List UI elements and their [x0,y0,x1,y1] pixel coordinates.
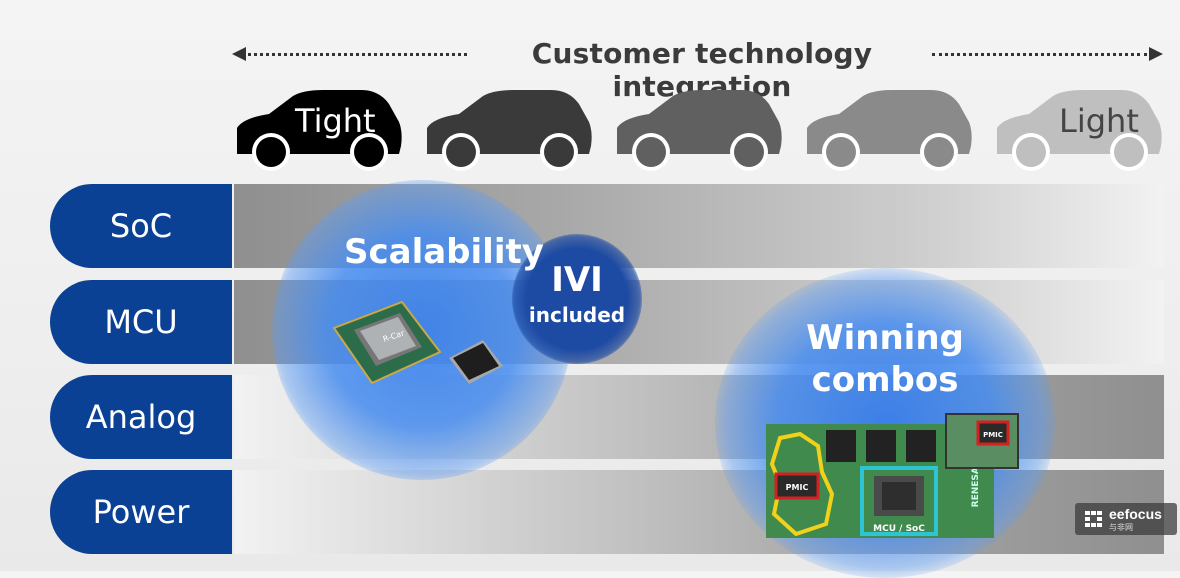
row-label-analog-text: Analog [85,398,197,436]
eefocus-watermark: eefocus 与非网 [1075,503,1177,535]
ivi-sub-label: included [528,303,626,327]
row-label-analog: Analog [50,375,232,459]
scalability-label: Scalability [344,232,544,272]
arrow-left-icon [232,47,246,61]
soc-chip-image: R-Car [332,300,442,385]
car-2-icon [423,88,593,172]
winning-label-line1: Winning [806,318,964,358]
dotted-line-right [932,53,1147,56]
row-label-soc: SoC [50,184,232,268]
dotted-line-left [242,53,467,56]
car-3-icon [613,88,783,172]
car-4-icon [803,88,973,172]
arrow-right-icon [1149,47,1163,61]
row-label-mcu: MCU [50,280,232,364]
pmic-small-board-image: PMIC [944,412,1020,470]
row-label-soc-text: SoC [109,207,173,245]
header-title: Customer technology integration [531,37,873,103]
eefocus-text: eefocus [1109,506,1162,522]
car-label-tight: Tight [295,102,376,140]
renesas-label: RENESAS [971,461,981,508]
car-5-icon: Light [993,88,1163,172]
pmic-label-small: PMIC [983,431,1003,439]
row-label-power-text: Power [92,493,190,531]
eefocus-subtext: 与非网 [1109,523,1133,532]
integration-header: Customer technology integration [232,34,1167,103]
ivi-label: IVI [551,260,603,300]
car-label-light: Light [1059,102,1139,140]
row-label-power: Power [50,470,232,554]
ivi-bubble [512,234,642,364]
winning-label-line2: combos [811,360,959,400]
eefocus-logo-icon [1085,511,1102,527]
car-1-icon: Tight [233,88,403,172]
mcu-soc-label: MCU / SoC [873,524,925,534]
mcu-chip-image [447,338,505,386]
pmic-label-main: PMIC [786,483,809,492]
row-label-mcu-text: MCU [104,303,178,341]
